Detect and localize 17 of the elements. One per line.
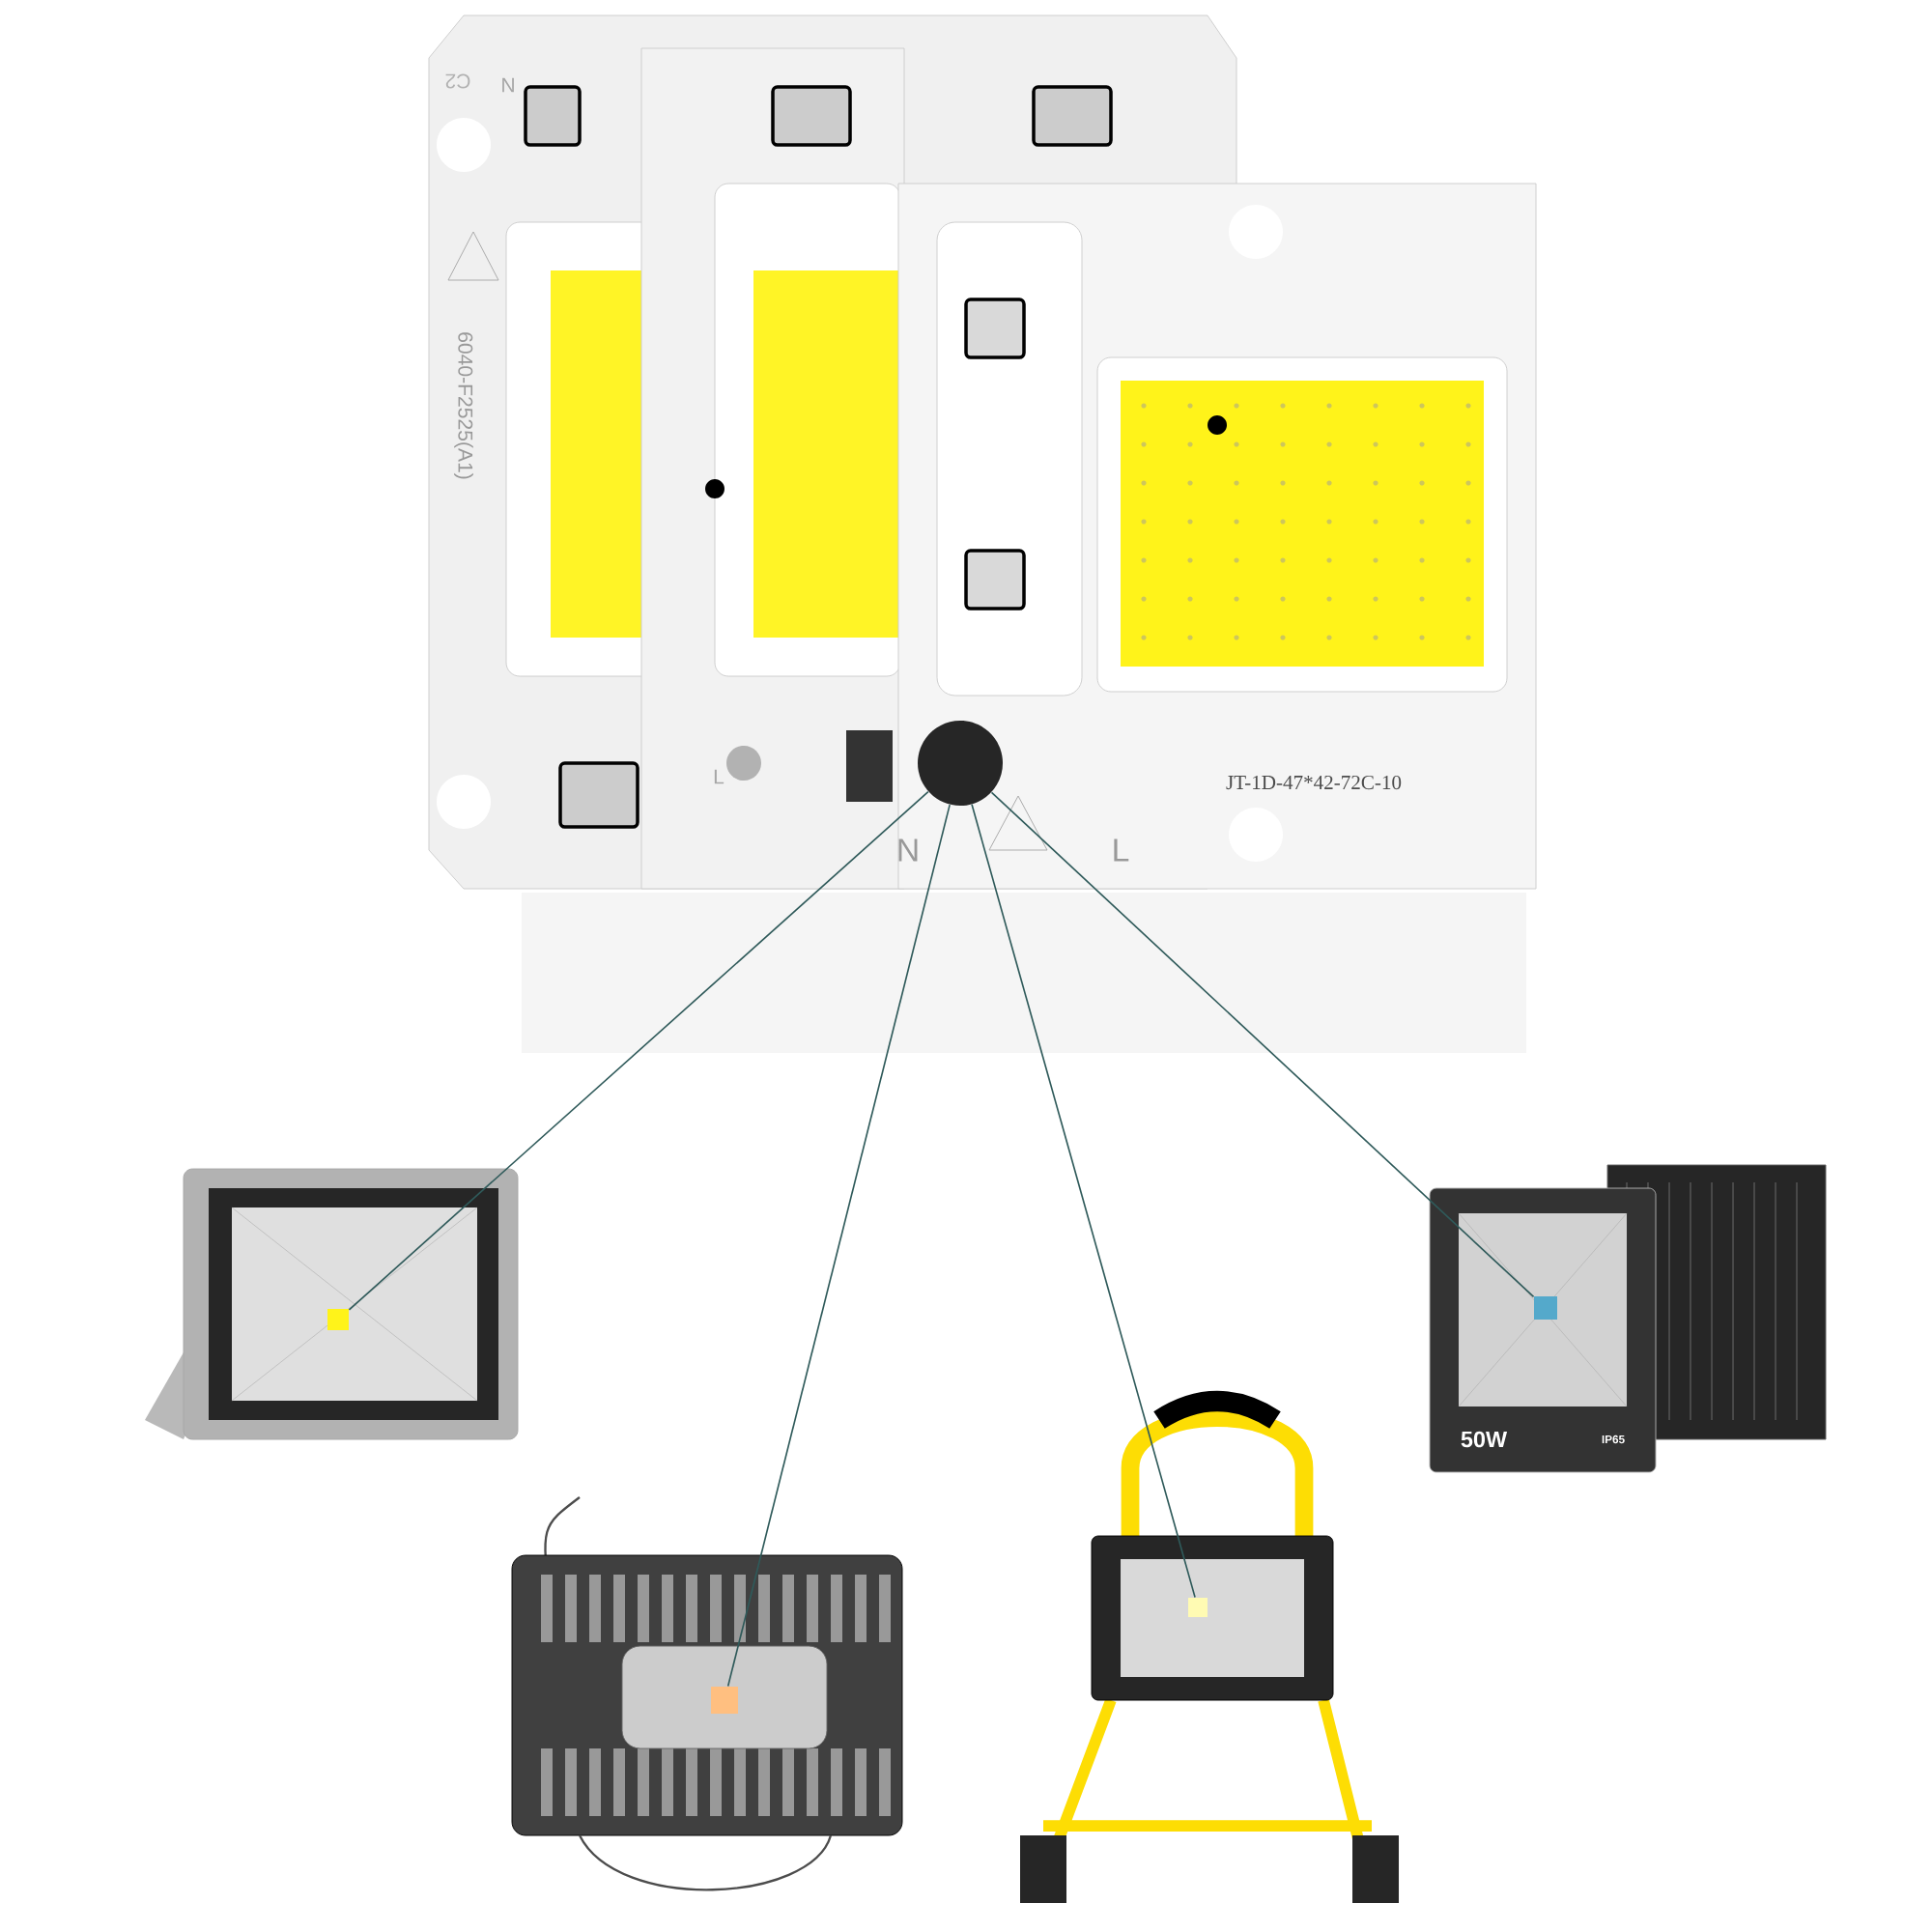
printed-marking: N xyxy=(898,838,918,862)
connector-line xyxy=(971,804,1196,1599)
connector-line xyxy=(990,791,1535,1298)
printed-marking: N xyxy=(502,77,514,93)
connector-line xyxy=(726,804,951,1688)
connector-line xyxy=(348,790,929,1311)
printed-marking: L xyxy=(1114,838,1129,862)
led-chip xyxy=(1534,1296,1557,1320)
connection-dot xyxy=(918,721,1003,806)
printed-marking: 6040-F2525(A1) xyxy=(454,332,473,479)
led-chip xyxy=(1188,1598,1208,1617)
led-chip xyxy=(327,1309,349,1330)
printed-marking: C2 xyxy=(445,73,470,89)
wattage-label: 50W xyxy=(1461,1431,1508,1448)
led-chip xyxy=(711,1687,738,1715)
printed-marking: JT-1D-47*42-72C-10 xyxy=(1226,775,1402,790)
printed-marking: L xyxy=(714,769,724,784)
